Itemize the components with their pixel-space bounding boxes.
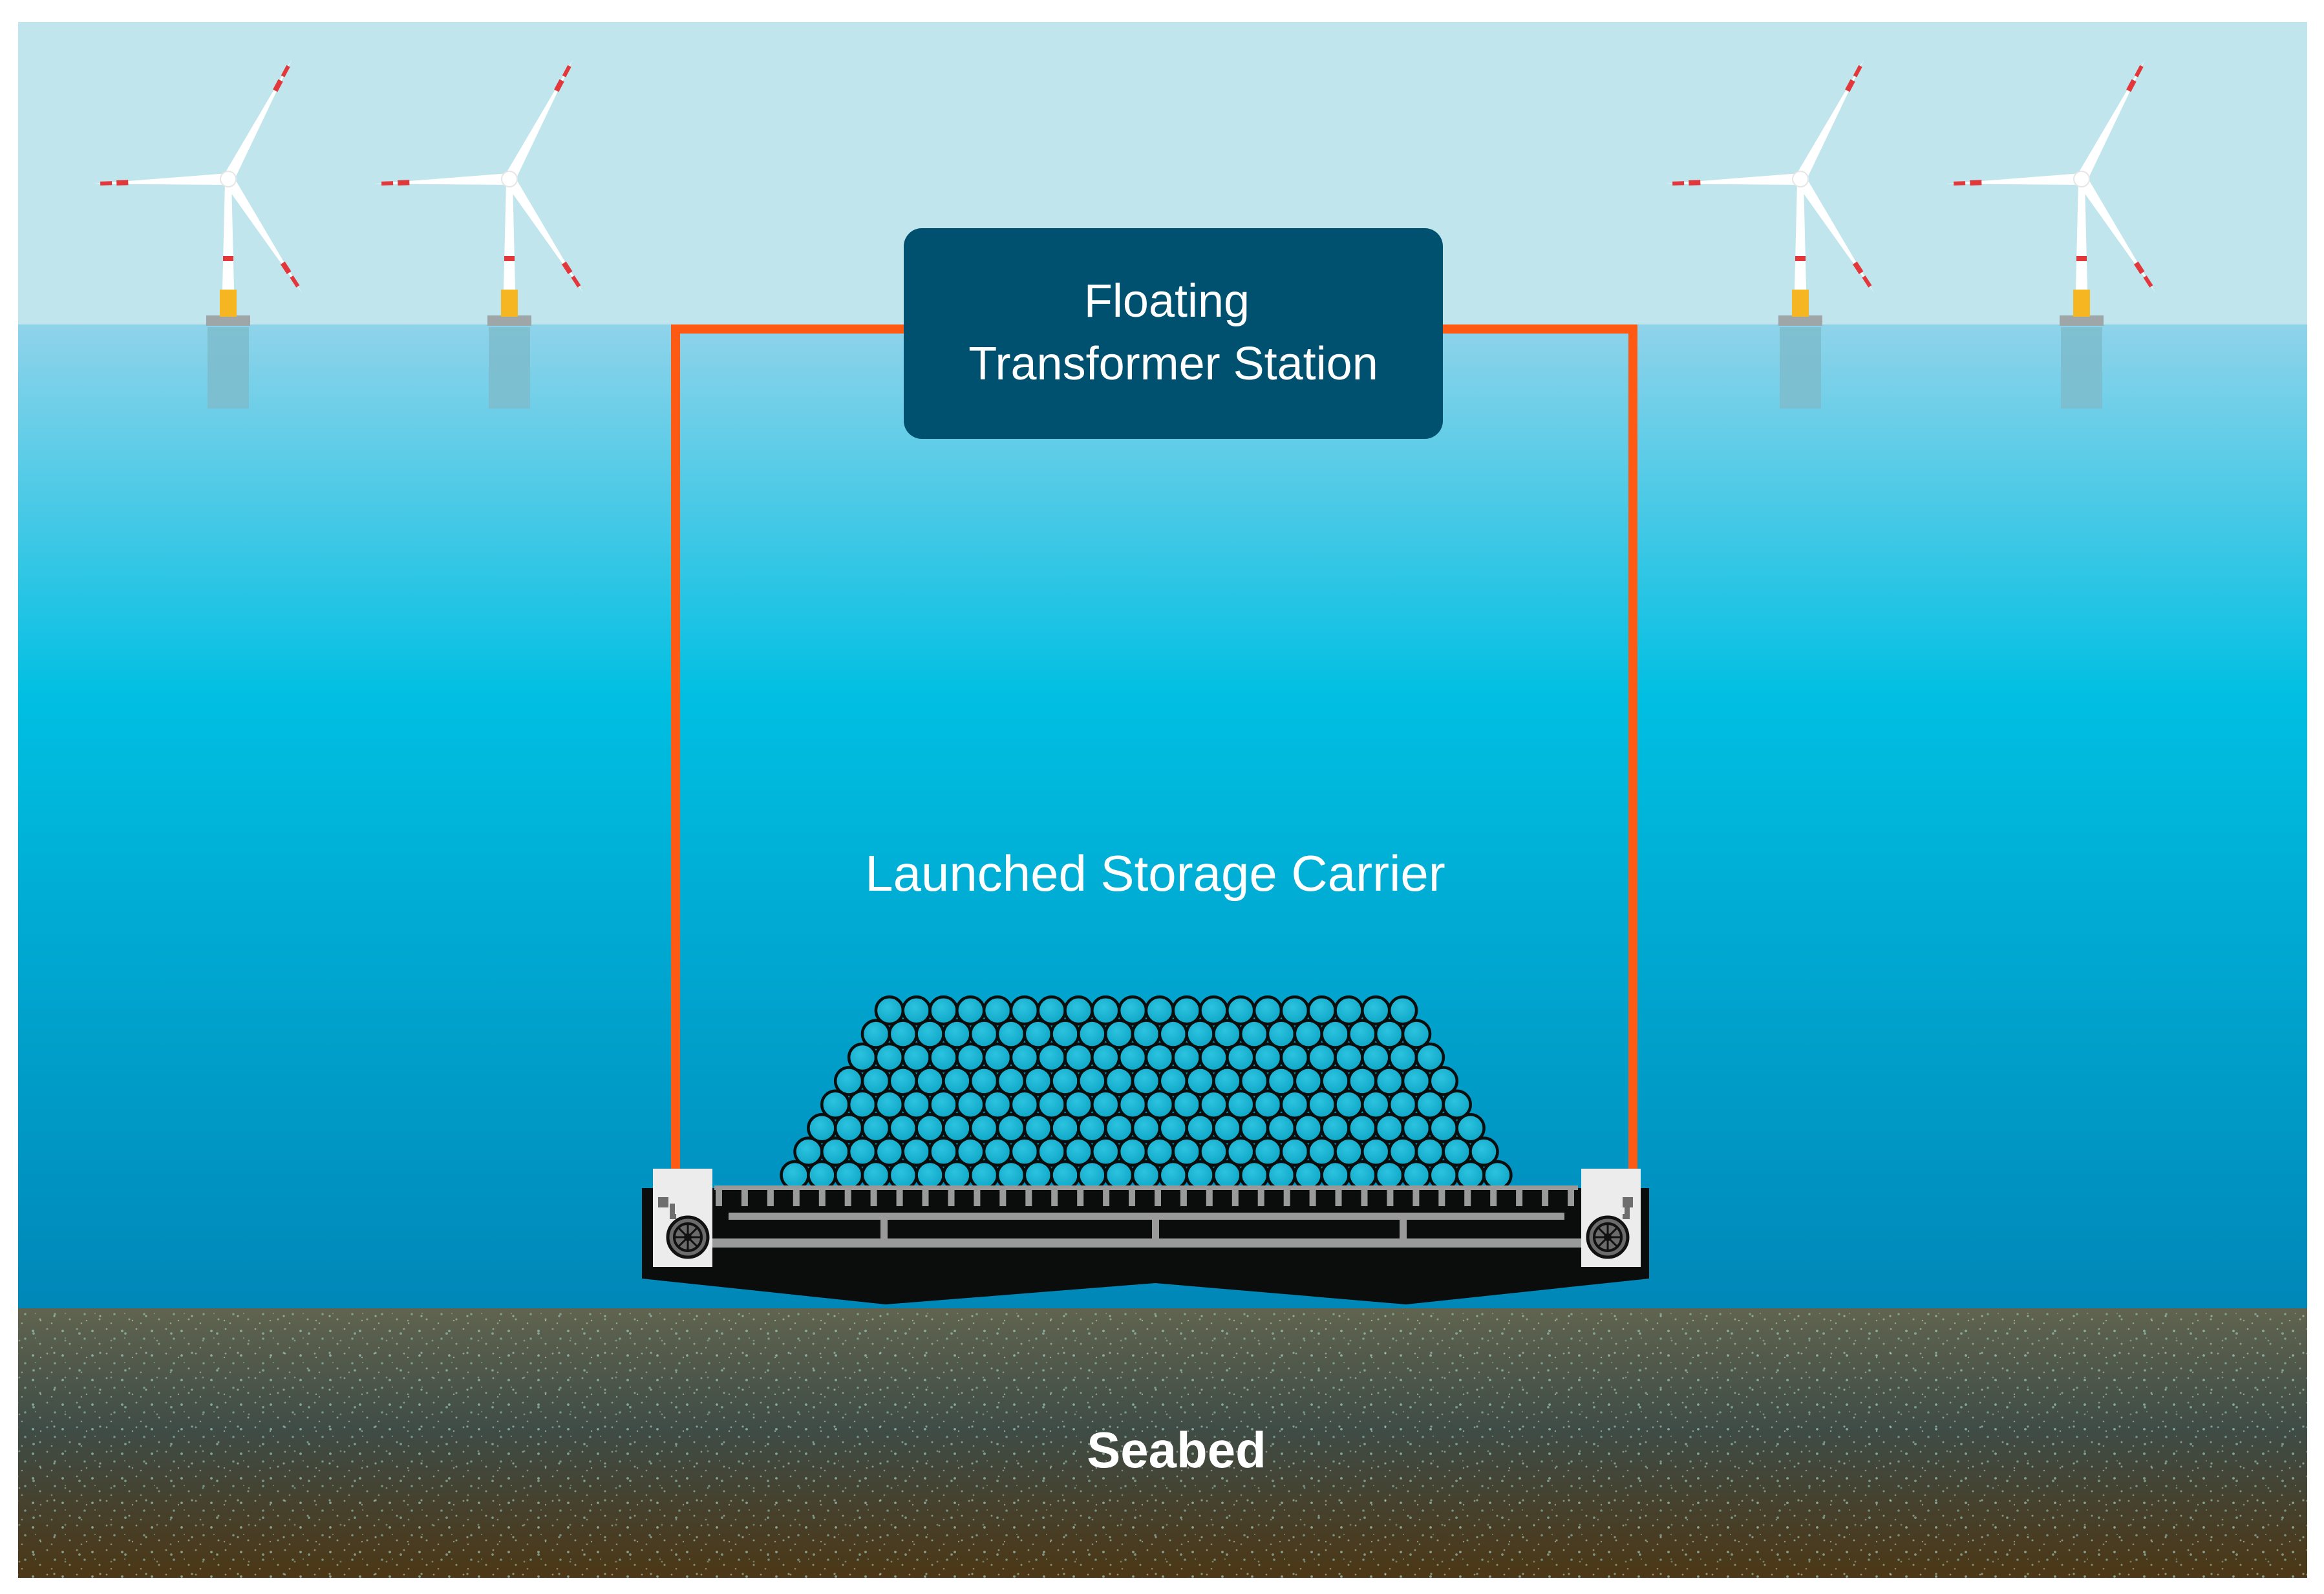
carrier-frame-post [1516, 1188, 1523, 1206]
carrier-frame-post [1206, 1188, 1213, 1206]
carrier-frame-post [922, 1188, 929, 1206]
storage-sphere [901, 995, 932, 1026]
carrier-frame-post [1413, 1188, 1420, 1206]
power-cable [671, 324, 1637, 1204]
storage-sphere [1334, 995, 1364, 1026]
carrier-frame-post [1180, 1188, 1187, 1206]
carrier-frame-post [1283, 1188, 1290, 1206]
seabed [18, 1308, 2307, 1578]
wind-turbine-icon [92, 59, 303, 409]
carrier-frame-post [1103, 1188, 1110, 1206]
cable-winch-left [653, 1169, 712, 1267]
carrier-frame-post [1438, 1188, 1445, 1206]
carrier-frame-post [1257, 1188, 1264, 1206]
wind-turbine-icon [374, 59, 584, 409]
storage-sphere [928, 995, 959, 1026]
carrier-frame-post [716, 1188, 722, 1206]
storage-sphere [1387, 995, 1418, 1026]
storage-sphere [1117, 995, 1148, 1026]
storage-carrier-label: Launched Storage Carrier [865, 845, 1445, 902]
carrier-frame-post [1231, 1188, 1239, 1206]
transformer-station-label-line1: Floating [1084, 275, 1250, 327]
storage-sphere [1199, 995, 1229, 1026]
carrier-frame-post [1025, 1188, 1032, 1206]
carrier-frame-post [999, 1188, 1007, 1206]
carrier-frame-post [1542, 1188, 1549, 1206]
carrier-frame-post [793, 1188, 800, 1206]
carrier-frame-posts [716, 1188, 1574, 1206]
storage-sphere [1469, 1136, 1499, 1167]
storage-sphere [1306, 995, 1337, 1026]
carrier-frame-post [1077, 1188, 1084, 1206]
carrier-frame-post [1051, 1188, 1058, 1206]
carrier-frame-post [844, 1188, 851, 1206]
storage-sphere [1226, 995, 1256, 1026]
launched-storage-carrier [642, 995, 1649, 1304]
carrier-frame-bar-lower [699, 1238, 1589, 1248]
carrier-frame-post [1490, 1188, 1497, 1206]
storage-sphere [1455, 1112, 1486, 1143]
storage-sphere [1091, 995, 1121, 1026]
carrier-frame-bar-upper [729, 1213, 1564, 1220]
carrier-frame-post [896, 1188, 903, 1206]
storage-sphere [1401, 1019, 1432, 1049]
storage-sphere [982, 995, 1013, 1026]
carrier-frame-post [974, 1188, 981, 1206]
storage-sphere [1063, 995, 1094, 1026]
carrier-frame-post [818, 1188, 826, 1206]
carrier-frame-post [1335, 1188, 1342, 1206]
carrier-frame-post [1568, 1188, 1574, 1206]
carrier-frame-post [1155, 1188, 1161, 1206]
floating-transformer-station: Floating Transformer Station [904, 228, 1443, 439]
carrier-frame-strut-1 [880, 1218, 888, 1240]
seabed-label: Seabed [1087, 1421, 1266, 1478]
storage-sphere [1428, 1066, 1459, 1096]
storage-sphere [1361, 995, 1391, 1026]
transformer-station-label-line2: Transformer Station [968, 338, 1378, 390]
storage-sphere [955, 995, 986, 1026]
storage-sphere [1252, 995, 1283, 1026]
transformer-station-box [904, 228, 1443, 439]
wind-turbine-icon [1665, 59, 1875, 409]
carrier-frame-post [948, 1188, 955, 1206]
carrier-frame-post [1309, 1188, 1316, 1206]
storage-sphere [874, 995, 905, 1026]
cable-winch-right [1581, 1169, 1641, 1267]
wind-turbines [92, 59, 2156, 409]
storage-sphere [1442, 1089, 1472, 1120]
storage-sphere [1009, 995, 1040, 1026]
carrier-frame-post [1464, 1188, 1471, 1206]
wind-turbine-icon [1946, 59, 2156, 409]
carrier-frame-post [741, 1188, 748, 1206]
storage-sphere [1414, 1042, 1445, 1073]
carrier-frame-post [870, 1188, 877, 1206]
carrier-frame-strut-3 [1400, 1218, 1407, 1240]
storage-sphere [1171, 995, 1202, 1026]
carrier-frame-post [1361, 1188, 1368, 1206]
carrier-frame-post [1387, 1188, 1394, 1206]
storage-sphere [1279, 995, 1310, 1026]
carrier-frame-strut-2 [1152, 1218, 1159, 1240]
storage-sphere [1144, 995, 1175, 1026]
carrier-frame-post [1129, 1188, 1135, 1206]
storage-sphere [1036, 995, 1067, 1026]
carrier-frame-post [767, 1188, 774, 1206]
carrier-top-rail [714, 1185, 1578, 1190]
